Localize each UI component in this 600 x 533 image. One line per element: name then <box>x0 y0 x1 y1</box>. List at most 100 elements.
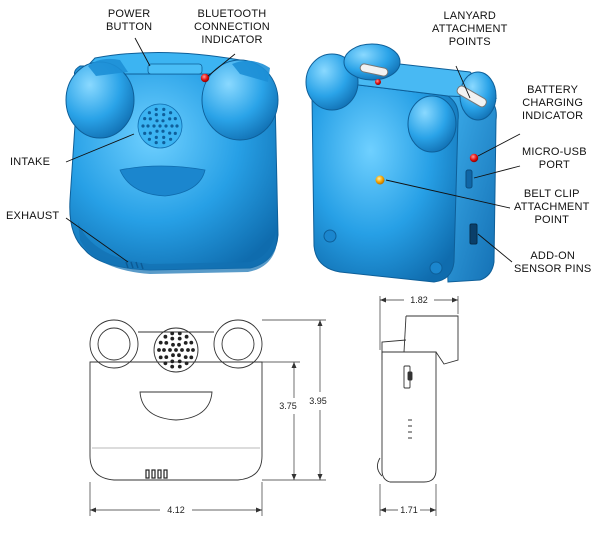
right-lanyard-post <box>232 60 270 82</box>
grille-hole <box>168 348 172 352</box>
grille-hole <box>163 334 168 339</box>
grille-hole <box>158 124 162 128</box>
lanyard-bar-right <box>456 85 487 108</box>
grille-hole <box>173 117 177 121</box>
grille-hole <box>162 107 166 111</box>
grille-hole <box>146 124 150 128</box>
grille-hole <box>147 137 151 141</box>
grille-hole <box>174 348 178 352</box>
grille-hole <box>170 124 174 128</box>
back-top-led <box>375 79 381 85</box>
callout-bluetooth-indicator: BLUETOOTH CONNECTION INDICATOR <box>194 8 270 46</box>
dim-height-total: 3.95 <box>309 396 327 406</box>
ortho-mouth <box>139 391 213 421</box>
grille-hole <box>177 359 182 364</box>
callout-leaders <box>65 37 521 263</box>
ortho-right-knob <box>213 319 263 369</box>
grille-hole <box>164 355 169 359</box>
grille-hole <box>148 131 152 135</box>
grille-hole <box>147 111 151 115</box>
callout-addon-pins: ADD-ON SENSOR PINS <box>514 250 592 275</box>
grille-hole <box>143 131 147 135</box>
grille-hole <box>162 113 166 117</box>
grille-hole <box>189 340 194 345</box>
grille-hole <box>173 131 177 135</box>
grille-hole <box>171 342 175 347</box>
grille-hole <box>170 364 175 369</box>
grille-hole <box>169 111 173 115</box>
grille-hole <box>191 348 195 352</box>
grille-hole <box>177 342 181 347</box>
grille-hole <box>155 119 159 123</box>
grille-hole <box>168 131 172 135</box>
grille-hole <box>177 331 182 336</box>
back-right-knob <box>407 95 457 153</box>
front-ortho-drawing <box>89 319 263 481</box>
grille-hole <box>177 353 181 358</box>
grille-hole <box>154 107 158 111</box>
grille-hole <box>168 117 172 121</box>
callout-lanyard-points: LANYARD ATTACHMENT POINTS <box>432 10 508 48</box>
micro-usb-port[interactable] <box>465 169 473 189</box>
grille-hole <box>157 348 161 352</box>
callout-power-button: POWER BUTTON <box>106 8 153 33</box>
grille-hole <box>163 361 168 366</box>
grille-hole <box>154 113 158 117</box>
grille-hole <box>183 341 188 345</box>
grille-hole <box>184 334 189 339</box>
grille-hole <box>177 364 182 369</box>
callout-battery-indicator: BATTERY CHARGING INDICATOR <box>522 84 584 122</box>
front-3d-view <box>65 51 279 274</box>
grille-hole <box>175 124 179 128</box>
dim-height-body: 3.75 <box>279 401 297 411</box>
grille-hole <box>171 353 175 358</box>
dimension-lines <box>89 296 459 516</box>
intake-holes <box>141 107 179 145</box>
foot-bottom-left <box>323 229 337 243</box>
grille-hole <box>161 129 165 133</box>
grille-hole <box>170 359 175 364</box>
foot-bottom-right <box>429 261 443 275</box>
dim-width-front: 4.12 <box>167 505 185 515</box>
ortho-intake-holes <box>157 331 195 369</box>
left-lanyard-post <box>88 58 128 76</box>
front-bottom-shade <box>78 222 276 274</box>
battery-led <box>469 153 479 163</box>
grille-hole <box>186 348 190 352</box>
grille-hole <box>184 361 189 366</box>
callout-micro-usb: MICRO-USB PORT <box>522 146 587 171</box>
power-button[interactable] <box>147 63 203 75</box>
grille-hole <box>141 124 145 128</box>
addon-sensor-pins <box>469 223 478 245</box>
grille-hole <box>169 137 173 141</box>
grille-hole <box>155 129 159 133</box>
lanyard-bar-left <box>359 63 389 77</box>
ortho-intake <box>153 327 199 373</box>
exhaust-vents <box>125 261 144 270</box>
grille-hole <box>158 340 163 345</box>
grille-hole <box>162 141 166 145</box>
back-3d-view <box>305 43 498 283</box>
grille-hole <box>180 348 184 352</box>
grille-hole <box>164 124 168 128</box>
grille-hole <box>152 124 156 128</box>
grille-hole <box>177 336 182 341</box>
grille-hole <box>154 141 158 145</box>
grille-hole <box>143 117 147 121</box>
side-ortho-drawing <box>377 315 459 483</box>
grille-hole <box>164 341 169 345</box>
belt-clip-point <box>375 175 385 185</box>
dim-depth-top: 1.82 <box>410 295 428 305</box>
callout-exhaust: EXHAUST <box>6 210 60 222</box>
grille-hole <box>183 355 188 359</box>
ortho-exhaust-vents <box>145 469 168 479</box>
grille-hole <box>189 355 194 360</box>
bluetooth-led <box>200 73 210 83</box>
grille-hole <box>170 336 175 341</box>
callout-belt-clip: BELT CLIP ATTACHMENT POINT <box>514 188 590 226</box>
ortho-left-knob <box>89 319 139 369</box>
grille-hole <box>154 135 158 139</box>
callout-intake: INTAKE <box>10 156 51 168</box>
grille-hole <box>170 331 175 336</box>
